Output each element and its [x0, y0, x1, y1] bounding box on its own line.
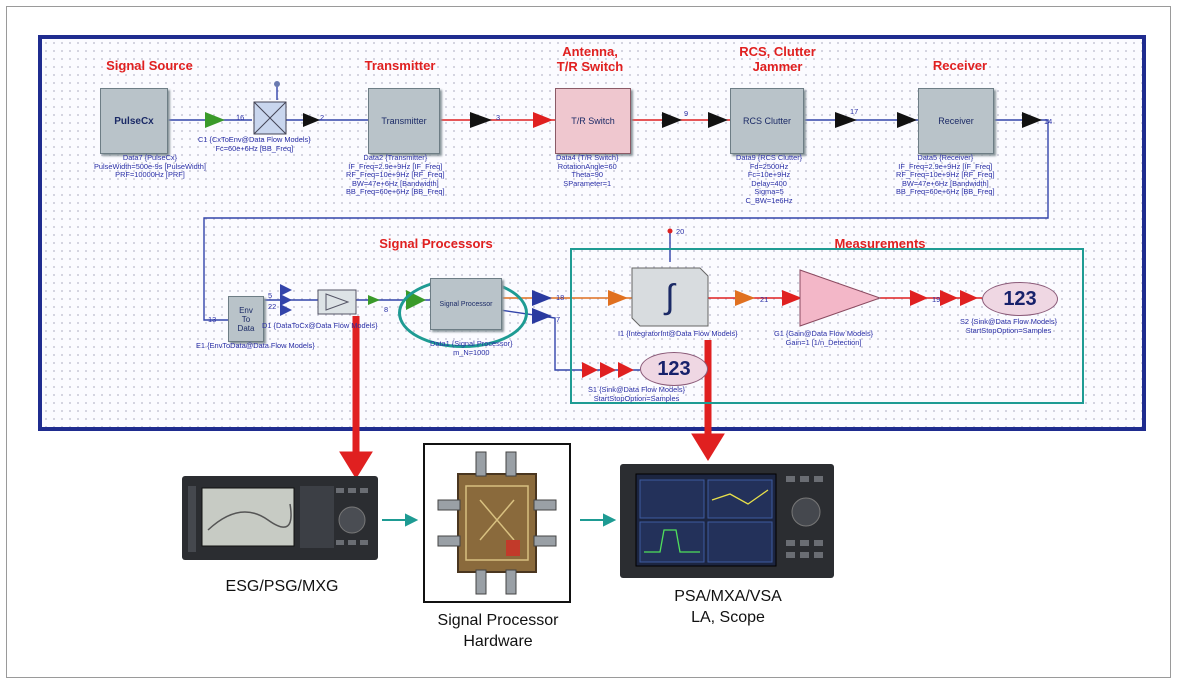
- antenna-title: Antenna, T/R Switch: [556, 44, 624, 74]
- transmitter-params: Data2 {Transmitter} IF_Freq=2.9e+9Hz [IF…: [346, 153, 445, 197]
- sink-s2-display: 123: [982, 282, 1058, 316]
- rcs-params: Data9 {RCS Clutter} Fd=2500Hz Fc=10e+9Hz…: [736, 153, 803, 205]
- pulsecx-block: PulseCx: [100, 88, 168, 154]
- signal-processor-block: Signal Processor: [430, 278, 502, 330]
- node-label: 5: [268, 291, 273, 300]
- node-label: 3: [496, 113, 501, 122]
- psa-caption: PSA/MXA/VSA LA, Scope: [674, 588, 782, 626]
- node-label: 18: [556, 293, 565, 302]
- signal-processor-params: Data1 {Signal Processor} m_N=1000: [430, 339, 513, 357]
- integrator-params: I1 {IntegratorInt@Data Flow Models}: [618, 329, 738, 338]
- node-label: 2: [320, 113, 325, 122]
- esg-caption: ESG/PSG/MXG: [225, 578, 339, 595]
- node-label: 7: [556, 315, 561, 324]
- pulsecx-params: Data7 {PulseCx} PulseWidth=500e-9s [Puls…: [94, 153, 206, 180]
- node-label: 22: [268, 302, 277, 311]
- sink-s2-params: S2 {Sink@Data Flow Models} StartStopOpti…: [960, 317, 1058, 335]
- sink-s1-display: 123: [640, 352, 708, 386]
- signal-generator-icon: [182, 476, 378, 560]
- integrator-symbol: ∫: [665, 277, 675, 316]
- node-label: 19: [932, 295, 941, 304]
- transmitter-title: Transmitter: [364, 58, 436, 73]
- sink-s1-params: S1 {Sink@Data Flow Models} StartStopOpti…: [588, 385, 686, 403]
- receiver-params: Data5 {Receiver} IF_Freq=2.9e+9Hz [IF_Fr…: [896, 153, 995, 197]
- datatocx-icon: [317, 289, 357, 315]
- node-label: 20: [676, 227, 685, 236]
- node-label: 13: [208, 315, 217, 324]
- node-label: 8: [384, 305, 389, 314]
- c1-params: C1 {CxToEnv@Data Flow Models} Fc=60e+6Hz…: [198, 135, 311, 153]
- rcs-clutter-block: RCS Clutter: [730, 88, 804, 154]
- gain-icon: [799, 269, 882, 327]
- node-label: 17: [850, 107, 859, 116]
- node-label: 16: [236, 113, 245, 122]
- signal-analyzer-icon: [620, 464, 834, 578]
- env-to-data-block: Env To Data: [228, 296, 264, 342]
- measurements-title: Measurements: [834, 236, 926, 251]
- tr-switch-block: T/R Switch: [555, 88, 631, 154]
- receiver-block: Receiver: [918, 88, 994, 154]
- figure-frame: [6, 6, 1171, 678]
- measurements-box: [570, 248, 1084, 404]
- e1-params: E1 {EnvToData@Data Flow Models}: [196, 341, 315, 350]
- signal-source-title: Signal Source: [106, 58, 193, 73]
- node-label: 9: [684, 109, 689, 118]
- receiver-title: Receiver: [932, 58, 988, 73]
- signal-processors-title: Signal Processors: [379, 236, 493, 251]
- tr-switch-params: Data4 {T/R Switch} RotationAngle=60 Thet…: [556, 153, 619, 188]
- mixer-icon: [253, 81, 287, 135]
- rcs-title: RCS, Clutter Jammer: [739, 44, 816, 74]
- node-label: 14: [1044, 117, 1053, 126]
- signal-processor-hardware-caption: Signal Processor Hardware: [437, 612, 559, 650]
- transmitter-block: Transmitter: [368, 88, 440, 154]
- node-dot-icon: [667, 228, 673, 234]
- gain-params: G1 {Gain@Data Flow Models} Gain=1 [1/n_D…: [774, 329, 874, 347]
- node-label: 21: [760, 295, 769, 304]
- signal-processor-hardware-icon: [423, 443, 571, 603]
- d1-params: D1 {DataToCx@Data Flow Models}: [262, 321, 378, 330]
- integrator-icon: [631, 267, 709, 327]
